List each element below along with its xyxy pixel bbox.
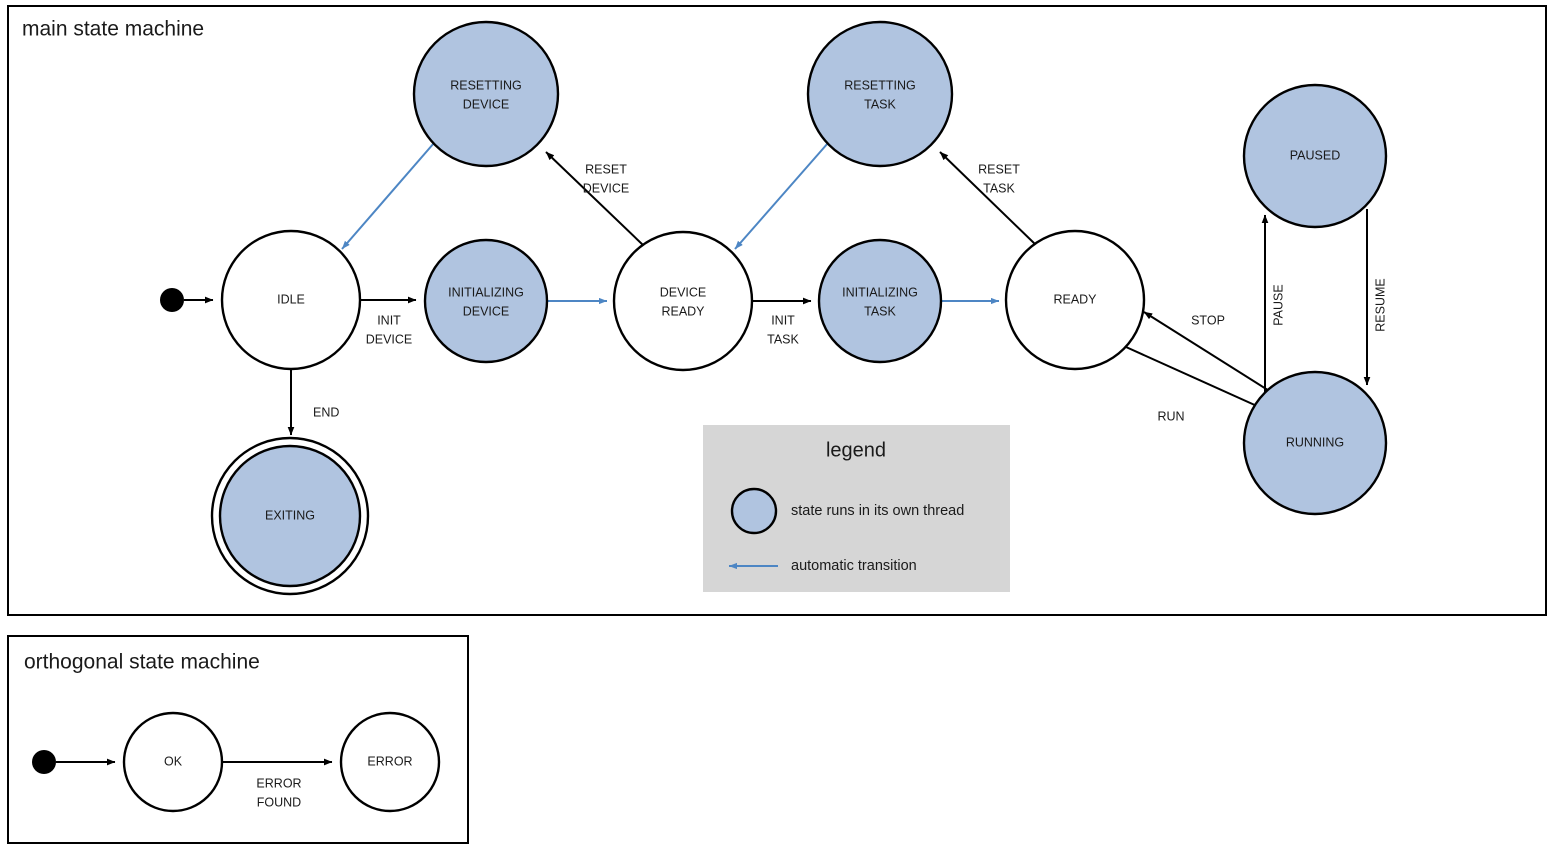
state-label-resetting-device-line2: DEVICE — [463, 97, 510, 111]
state-label-initializing-task-line2: TASK — [864, 304, 896, 318]
state-shape-device-ready[interactable] — [612, 230, 754, 372]
orthogonal-frame-title: orthogonal state machine — [24, 651, 260, 674]
transition-ready-to-resetting-task — [939, 151, 1037, 246]
legend-threaded-circle-icon — [730, 487, 778, 535]
state-shape-resetting-task[interactable] — [806, 20, 954, 168]
state-node-initializing-device[interactable]: INITIALIZING DEVICE — [423, 238, 549, 364]
state-label-resetting-device-line1: RESETTING — [450, 78, 522, 92]
edge-label-init-task-line2: TASK — [767, 332, 799, 346]
state-shape-initializing-device[interactable] — [423, 238, 549, 364]
legend-item-label-threaded: state runs in its own thread — [791, 503, 964, 519]
state-shape-resetting-device[interactable] — [412, 20, 560, 168]
state-shape-idle[interactable] — [220, 229, 362, 371]
state-label-exiting: EXITING — [265, 508, 315, 522]
state-label-ready: READY — [1053, 292, 1097, 306]
initial-state-node-orthogonal — [32, 750, 56, 774]
orthogonal-transitions-layer: ERROR FOUND — [56, 758, 333, 809]
edge-label-end: END — [313, 405, 339, 419]
state-node-idle[interactable]: IDLE — [220, 229, 362, 371]
edge-label-reset-task-line1: RESET — [978, 162, 1020, 176]
state-node-error[interactable]: ERROR — [339, 711, 441, 813]
transition-resetting-task-to-device-ready — [734, 142, 829, 250]
edge-label-init-task-line1: INIT — [771, 313, 795, 327]
transition-ready-to-running — [1125, 346, 1269, 412]
state-label-initializing-device-line2: DEVICE — [463, 304, 510, 318]
state-node-paused[interactable]: PAUSED — [1242, 83, 1388, 229]
state-label-device-ready-line2: READY — [661, 304, 705, 318]
transition-device-ready-to-resetting-device — [545, 151, 644, 246]
state-label-resetting-task-line1: RESETTING — [844, 78, 916, 92]
state-label-initializing-device-line1: INITIALIZING — [448, 285, 524, 299]
main-frame-title: main state machine — [22, 18, 204, 41]
state-node-initializing-task[interactable]: INITIALIZING TASK — [817, 238, 943, 364]
edge-label-run: RUN — [1157, 409, 1184, 423]
legend-item-label-auto: automatic transition — [791, 558, 917, 574]
edge-label-init-device-line1: INIT — [377, 313, 401, 327]
main-states-layer: IDLE INITIALIZING DEVICE RESETTING DEVIC… — [160, 20, 1388, 596]
main-transitions-layer: INIT DEVICE END RESET DEVICE INIT TASK — [184, 142, 1387, 436]
state-node-resetting-task[interactable]: RESETTING TASK — [806, 20, 954, 168]
state-shape-ok[interactable] — [122, 711, 224, 813]
edge-label-error-found-line1: ERROR — [256, 776, 301, 790]
state-label-initializing-task-line1: INITIALIZING — [842, 285, 918, 299]
edge-label-reset-device-line1: RESET — [585, 162, 627, 176]
state-node-device-ready[interactable]: DEVICE READY — [612, 230, 754, 372]
state-label-device-ready-line1: DEVICE — [660, 285, 707, 299]
state-shape-exiting[interactable] — [218, 444, 362, 588]
transition-resetting-device-to-idle — [341, 142, 435, 250]
state-label-running: RUNNING — [1286, 435, 1344, 449]
legend-title: legend — [826, 439, 886, 461]
state-node-exiting[interactable]: EXITING — [210, 436, 370, 596]
edge-label-resume: RESUME — [1373, 278, 1387, 331]
edge-label-reset-device-line2: DEVICE — [583, 181, 630, 195]
state-label-idle: IDLE — [277, 292, 305, 306]
state-label-ok: OK — [164, 754, 183, 768]
orthogonal-states-layer: OK ERROR — [32, 711, 441, 813]
edge-label-reset-task-line2: TASK — [983, 181, 1015, 195]
initial-state-node-main — [160, 288, 184, 312]
state-shape-running[interactable] — [1242, 370, 1388, 516]
edge-label-error-found-line2: FOUND — [257, 795, 301, 809]
state-label-paused: PAUSED — [1290, 148, 1340, 162]
state-node-running[interactable]: RUNNING — [1242, 370, 1388, 516]
transition-running-to-ready — [1143, 311, 1272, 393]
state-node-ok[interactable]: OK — [122, 711, 224, 813]
legend: legend state runs in its own thread auto… — [703, 425, 1010, 592]
state-shape-ready[interactable] — [1004, 229, 1146, 371]
state-shape-error[interactable] — [339, 711, 441, 813]
state-label-resetting-task-line2: TASK — [864, 97, 896, 111]
state-node-resetting-device[interactable]: RESETTING DEVICE — [412, 20, 560, 168]
state-node-ready[interactable]: READY — [1004, 229, 1146, 371]
state-shape-paused[interactable] — [1242, 83, 1388, 229]
edge-label-init-device-line2: DEVICE — [366, 332, 413, 346]
state-label-error: ERROR — [367, 754, 412, 768]
edge-label-stop: STOP — [1191, 313, 1225, 327]
state-shape-initializing-task[interactable] — [817, 238, 943, 364]
edge-label-pause: PAUSE — [1271, 284, 1285, 325]
